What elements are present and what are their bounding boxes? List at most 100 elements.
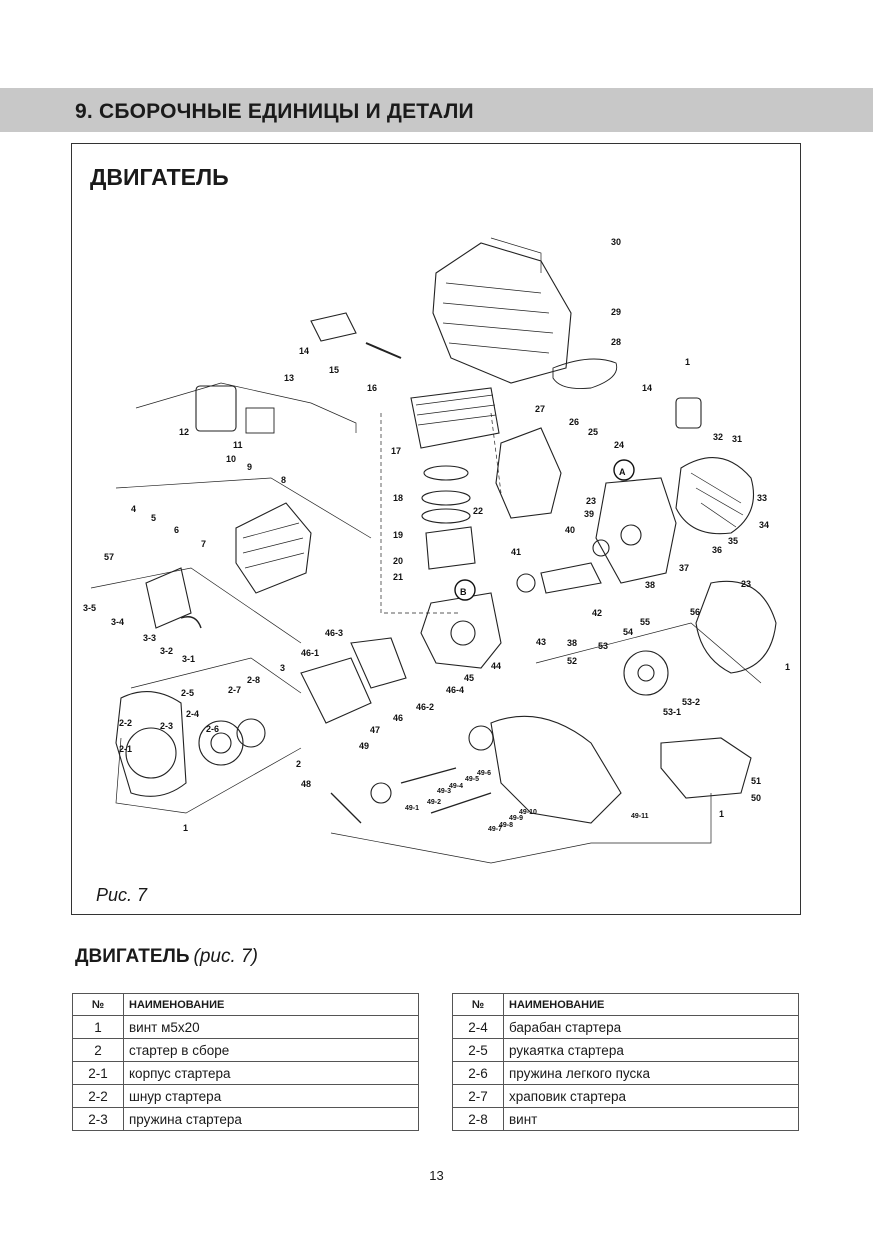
svg-text:2-2: 2-2 xyxy=(119,718,132,728)
part-name: стартер в сборе xyxy=(123,1038,419,1062)
muffler-part xyxy=(495,427,562,519)
svg-text:7: 7 xyxy=(201,539,206,549)
svg-text:2-6: 2-6 xyxy=(206,724,219,734)
svg-text:22: 22 xyxy=(473,506,483,516)
carburetor-part xyxy=(195,385,237,432)
svg-text:49-4: 49-4 xyxy=(449,783,463,790)
svg-text:46-3: 46-3 xyxy=(325,628,343,638)
figure-caption: Рис. 7 xyxy=(96,885,148,905)
svg-text:20: 20 xyxy=(393,556,403,566)
svg-text:21: 21 xyxy=(393,572,403,582)
svg-text:2-4: 2-4 xyxy=(186,709,199,719)
parts-table-heading: ДВИГАТЕЛЬ(рис. 7) xyxy=(75,946,258,968)
part-name: храповик стартера xyxy=(503,1084,799,1108)
part-name: корпус стартера xyxy=(123,1061,419,1085)
svg-text:40: 40 xyxy=(565,525,575,535)
figure-frame xyxy=(71,143,801,915)
svg-text:36: 36 xyxy=(712,545,722,555)
part-name: пружина легкого пуска xyxy=(503,1061,799,1085)
svg-text:30: 30 xyxy=(611,237,621,247)
svg-text:50: 50 xyxy=(751,793,761,803)
svg-text:1: 1 xyxy=(785,662,790,672)
svg-text:15: 15 xyxy=(329,365,339,375)
cylinder-part xyxy=(410,387,500,449)
svg-text:51: 51 xyxy=(751,776,761,786)
svg-text:33: 33 xyxy=(757,493,767,503)
svg-text:49-1: 49-1 xyxy=(405,805,419,812)
part-name: барабан стартера xyxy=(503,1015,799,1039)
svg-text:6: 6 xyxy=(174,525,179,535)
svg-text:53-2: 53-2 xyxy=(682,697,700,707)
crankcase-half-b xyxy=(420,592,502,669)
svg-text:1: 1 xyxy=(685,357,690,367)
svg-text:23: 23 xyxy=(741,579,751,589)
svg-text:12: 12 xyxy=(179,427,189,437)
starter-housing-part xyxy=(115,691,187,797)
clutch-part xyxy=(623,650,669,696)
svg-text:43: 43 xyxy=(536,637,546,647)
svg-text:52: 52 xyxy=(567,656,577,666)
svg-text:2-8: 2-8 xyxy=(247,675,260,685)
svg-text:49-10: 49-10 xyxy=(519,809,537,816)
part-number: 1 xyxy=(72,1015,124,1039)
table-header-row: № НАИМЕНОВАНИЕ xyxy=(72,993,419,1016)
svg-text:18: 18 xyxy=(393,493,403,503)
svg-text:4: 4 xyxy=(131,504,136,514)
svg-text:35: 35 xyxy=(728,536,738,546)
svg-text:23: 23 xyxy=(586,496,596,506)
parts-table-heading-italic: (рис. 7) xyxy=(193,946,258,967)
part-number: 2-5 xyxy=(452,1038,504,1062)
part-number: 2-3 xyxy=(72,1107,124,1131)
svg-text:48: 48 xyxy=(301,779,311,789)
svg-text:11: 11 xyxy=(233,440,243,450)
svg-text:2-3: 2-3 xyxy=(160,721,173,731)
piston-part xyxy=(425,526,476,570)
callout-b-marker: B xyxy=(454,579,476,601)
callout-labels-small: 49-149-249-3 49-449-549-6 49-749-849-9 4… xyxy=(405,770,649,833)
svg-text:B: B xyxy=(460,587,467,597)
fan-cover-part xyxy=(695,580,777,674)
svg-text:1: 1 xyxy=(719,809,724,819)
svg-text:41: 41 xyxy=(511,547,521,557)
svg-text:46-2: 46-2 xyxy=(416,702,434,712)
air-filter-cover-part xyxy=(235,502,312,594)
svg-text:42: 42 xyxy=(592,608,602,618)
svg-text:5: 5 xyxy=(151,513,156,523)
svg-text:46-1: 46-1 xyxy=(301,648,319,658)
svg-text:28: 28 xyxy=(611,337,621,347)
svg-text:2: 2 xyxy=(296,759,301,769)
column-header-name: НАИМЕНОВАНИЕ xyxy=(123,993,419,1016)
svg-text:34: 34 xyxy=(759,520,769,530)
svg-text:25: 25 xyxy=(588,427,598,437)
svg-text:1: 1 xyxy=(183,823,188,833)
svg-text:45: 45 xyxy=(464,673,474,683)
part-number: 2-8 xyxy=(452,1107,504,1131)
figure-heading: ДВИГАТЕЛЬ xyxy=(90,164,229,190)
column-header-num: № xyxy=(452,993,504,1016)
svg-text:A: A xyxy=(619,467,626,477)
svg-text:3-3: 3-3 xyxy=(143,633,156,643)
svg-text:55: 55 xyxy=(640,617,650,627)
svg-text:37: 37 xyxy=(679,563,689,573)
crankshaft-part xyxy=(540,562,602,594)
column-header-name: НАИМЕНОВАНИЕ xyxy=(503,993,799,1016)
svg-text:2-7: 2-7 xyxy=(228,685,241,695)
svg-text:49: 49 xyxy=(359,741,369,751)
svg-text:2-5: 2-5 xyxy=(181,688,194,698)
section-title: 9. СБОРОЧНЫЕ ЕДИНИЦЫ И ДЕТАЛИ xyxy=(75,100,474,123)
svg-text:46-4: 46-4 xyxy=(446,685,464,695)
crankcase-half-a xyxy=(595,477,677,584)
part-number: 2-6 xyxy=(452,1061,504,1085)
part-number: 2 xyxy=(72,1038,124,1062)
svg-text:3-4: 3-4 xyxy=(111,617,124,627)
svg-text:39: 39 xyxy=(584,509,594,519)
svg-text:53: 53 xyxy=(598,641,608,651)
part-name: рукаятка стартера xyxy=(503,1038,799,1062)
svg-text:16: 16 xyxy=(367,383,377,393)
